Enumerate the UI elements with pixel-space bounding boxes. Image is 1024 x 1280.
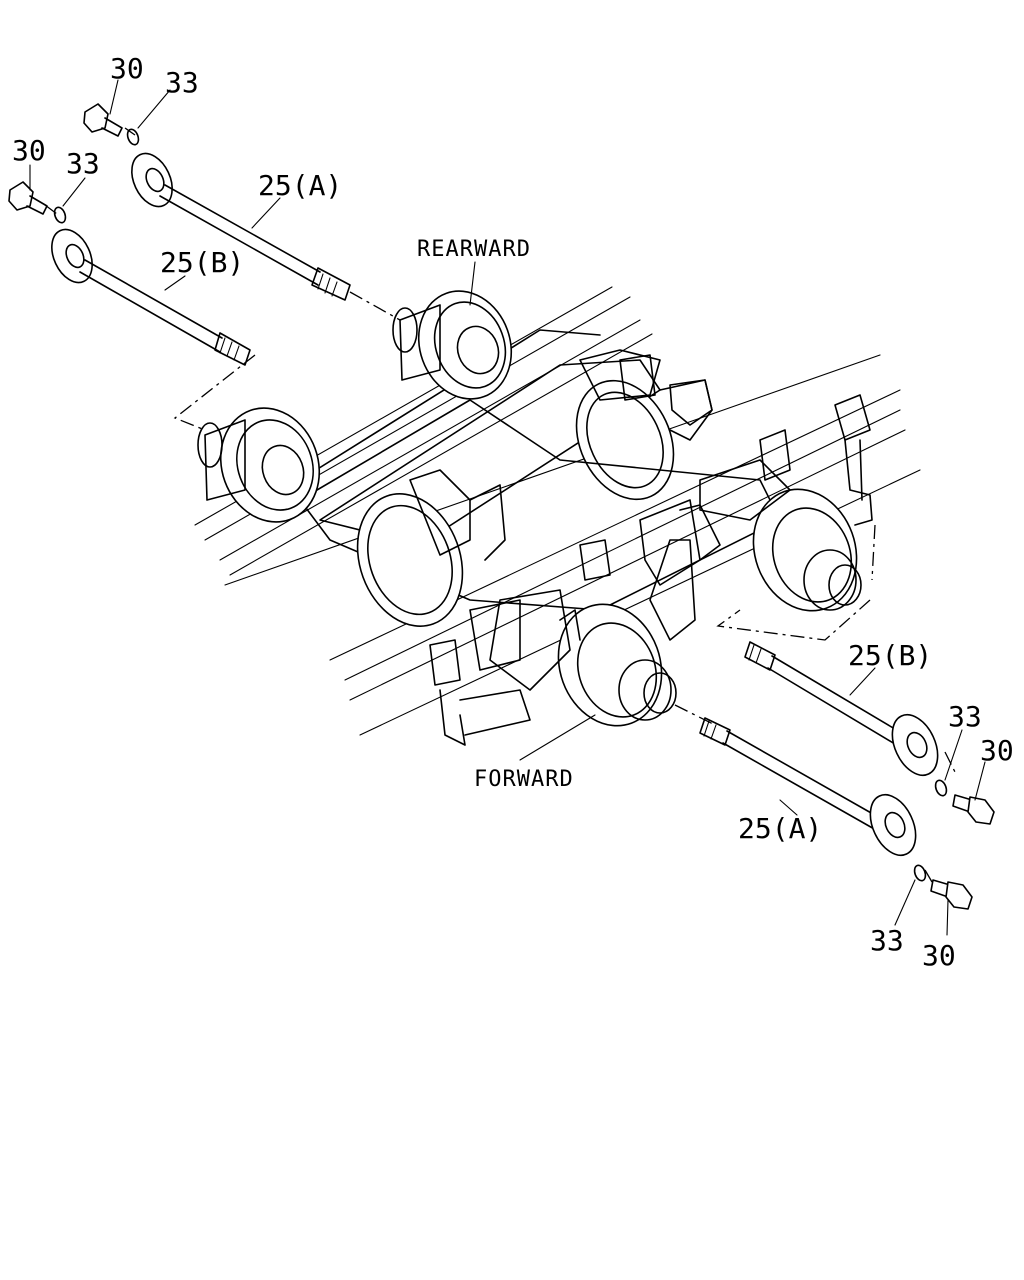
axle-shaft-25a-upper — [131, 152, 351, 301]
callout-shaft-25b: 25(B) — [848, 639, 932, 672]
forward-axle-housing — [197, 399, 862, 727]
bolt-lower-2 — [930, 879, 973, 910]
bolt-upper-1 — [83, 103, 123, 137]
leader-lines — [29, 79, 986, 936]
bolt-lower-1 — [952, 794, 995, 825]
axle-shaft-25b-upper — [51, 228, 251, 366]
callout-bolt-30: 30 — [980, 734, 1014, 767]
callout-ring-33: 33 — [66, 147, 100, 180]
callout-bolt-30: 30 — [922, 939, 956, 972]
callout-shaft-25b: 25(B) — [160, 246, 244, 279]
axle-shaft-25a-lower — [699, 717, 917, 857]
callout-ring-33: 33 — [948, 700, 982, 733]
callout-shaft-25a: 25(A) — [258, 169, 342, 202]
rearward-label: REARWARD — [417, 237, 531, 262]
callout-ring-33: 33 — [165, 66, 199, 99]
retaining-ring-lower-2 — [913, 864, 927, 882]
forward-label: FORWARD — [474, 767, 574, 792]
rear-axle-housing — [299, 290, 713, 546]
bolt-upper-2 — [8, 181, 48, 215]
axle-shaft-25b-lower — [744, 641, 939, 777]
suspension-brackets — [429, 354, 873, 746]
retaining-ring-lower-1 — [934, 779, 948, 797]
callout-bolt-30: 30 — [12, 134, 46, 167]
callout-ring-33: 33 — [870, 924, 904, 957]
retaining-ring-upper-2 — [53, 206, 67, 224]
callout-bolt-30: 30 — [110, 52, 144, 85]
callout-labels: 30 33 30 33 25(A) 25(B) REARWARD FORWARD… — [12, 52, 1014, 972]
callout-shaft-25a: 25(A) — [738, 812, 822, 845]
retaining-ring-upper-1 — [126, 128, 140, 146]
